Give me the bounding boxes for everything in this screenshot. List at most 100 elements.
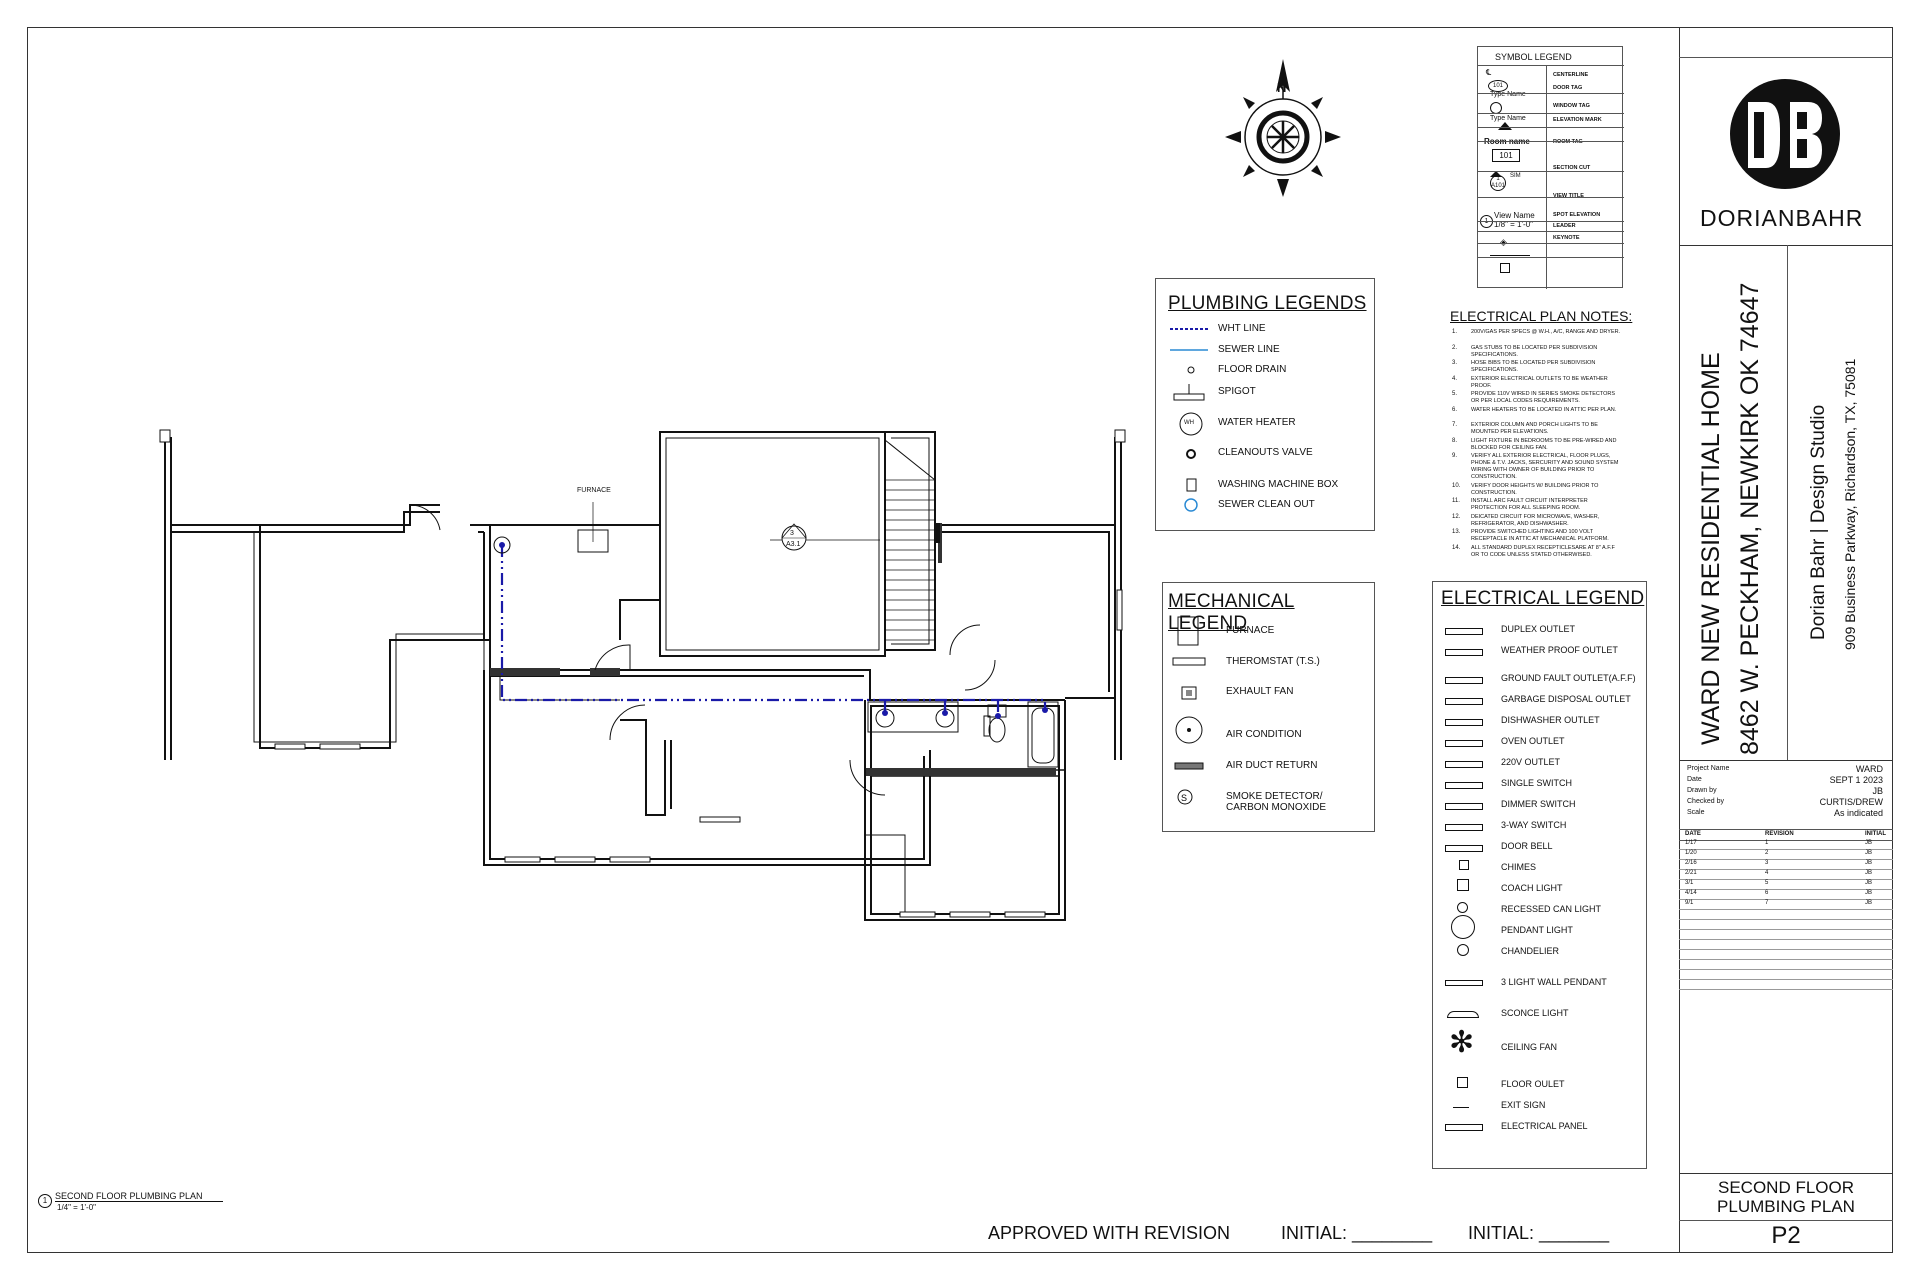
table-row [1679,929,1893,940]
table-row [1679,959,1893,970]
note-number: 2. [1452,344,1458,351]
project-info-value: CURTIS/DREW [1819,797,1883,807]
revision-cell: JB [1865,890,1873,896]
door-tag-icon: 101 [1488,80,1508,92]
section-number: 3 [790,530,794,537]
project-info-label: Date [1687,776,1702,783]
plumbing-legend-item: SEWER LINE [1218,344,1280,355]
revision-cell: 1/20 [1685,850,1697,856]
electrical-legend-item: GARBAGE DISPOSAL OUTLET [1501,694,1631,704]
approval-text: APPROVED WITH REVISION [988,1223,1231,1243]
revision-cell: 2 [1765,850,1769,856]
plumbing-legend-item: SEWER CLEAN OUT [1218,499,1315,510]
electrical-legend-item: RECESSED CAN LIGHT [1501,904,1602,914]
symbol-legend-item: KEYNOTE [1553,235,1580,241]
symbol-legend: SYMBOL LEGEND ℄ 101 Type Name Type Name … [1477,46,1624,289]
initial-field-2[interactable]: INITIAL: _______ [1468,1223,1610,1243]
revision-cell: 7 [1765,900,1769,906]
studio-address: 909 Business Parkway, Richardson, TX, 75… [1842,358,1858,650]
symbol-legend-divider [1478,93,1624,94]
note-number: 1. [1452,329,1458,335]
revision-cell: 5 [1765,880,1769,886]
electrical-legend-item: PENDANT LIGHT [1501,925,1573,935]
electrical-legend-item: CHIMES [1501,862,1537,872]
floor-outlet-icon [1457,1077,1468,1088]
mechanical-legend-item: SMOKE DETECTOR/ [1226,791,1323,802]
section-cut-number: 1 [1496,176,1500,182]
electrical-legend-item: DISHWASHER OUTLET [1501,715,1600,725]
symbol-legend-item: WINDOW TAG [1553,103,1590,109]
revision-header-cell: DATE [1685,831,1701,837]
outlet-symbol-icon [1445,845,1483,852]
view-number: 1 [38,1194,52,1208]
electrical-legend-title: ELECTRICAL LEGEND [1441,588,1645,609]
outlet-symbol-icon [1445,803,1483,810]
note-number: 9. [1452,453,1458,459]
symbol-legend-item: SECTION CUT [1553,165,1591,171]
electrical-legend-item: WEATHER PROOF OUTLET [1501,645,1618,655]
exit-sign-icon [1453,1104,1469,1108]
electrical-legend-item: CEILING FAN [1501,1042,1558,1052]
note-number: 5. [1452,391,1458,397]
sheet-title-line2: PLUMBING PLAN [1717,1197,1855,1216]
symbol-legend-item: ELEVATION MARK [1553,117,1602,123]
mechanical-legend-item: EXHAULT FAN [1226,686,1294,697]
room-tag-number: 101 [1492,149,1520,162]
outlet-symbol-icon [1445,628,1483,635]
outlet-symbol-icon [1445,782,1483,789]
note-text: 200V/GAS PER SPECS @ W.H., A/C, RANGE AN… [1471,329,1621,335]
revision-cell: 2/21 [1685,870,1697,876]
symbol-legend-item: DOOR TAG [1553,85,1583,91]
initial-field-1[interactable]: INITIAL: ________ [1281,1223,1433,1243]
outlet-symbol-icon [1445,677,1483,684]
water-heater-icon: WH [1184,420,1194,426]
section-cut-sim: SIM [1510,173,1521,179]
note-text: PROVIDE 110V WIRED IN SERIES SMOKE DETEC… [1471,391,1616,404]
revision-cell: 4 [1765,870,1769,876]
revision-cell: 1 [1765,840,1769,846]
symbol-legend-item: LEADER [1553,223,1576,229]
table-row [1679,979,1893,990]
view-scale: 1/4" = 1'-0" [57,1203,97,1212]
coach-light-icon [1457,879,1469,891]
sheet-title-line1: SECOND FLOOR [1717,1178,1855,1197]
wall-pendant-icon [1445,980,1483,986]
electrical-legend-item: DUPLEX OUTLET [1501,624,1576,634]
electrical-legend-item: ELECTRICAL PANEL [1501,1121,1588,1131]
note-text: PROVIDE SWITCHED LIGHTING AND 100 VOLT R… [1471,529,1609,542]
electrical-legend-item: SINGLE SWITCH [1501,778,1573,788]
symbol-legend-divider [1478,257,1624,258]
project-info-label: Scale [1687,809,1705,816]
mechanical-legend-item: CARBON MONOXIDE [1226,802,1327,813]
drawing-frame [27,27,1893,1253]
note-text: ALL STANDARD DUPLEX RECEPTICLESARE AT 8"… [1471,544,1615,558]
note-number: 4. [1452,375,1458,382]
mechanical-legend-item: AIR CONDITION [1226,729,1302,740]
note-text: VERIFY ALL EXTERIOR ELECTRICAL, FLOOR PL… [1471,453,1619,480]
symbol-legend-item: SPOT ELEVATION [1553,212,1601,218]
note-number: 6. [1452,406,1458,413]
revision-cell: JB [1865,870,1873,876]
symbol-legend-item: CENTERLINE [1553,72,1589,78]
electrical-legend-item: 3 LIGHT WALL PENDANT [1501,977,1607,987]
table-row: 2/21 4 JB [1679,869,1893,880]
section-cut-icon [1490,171,1502,177]
note-text: DEICATED CIRCUIT FOR MICROWAVE, WASHER, … [1471,513,1600,527]
north-label: N [1277,80,1287,95]
mechanical-legend-title: MECHANICAL LEGEND [1168,591,1295,634]
project-info-value: SEPT 1 2023 [1829,775,1883,785]
project-info-label: Drawn by [1687,787,1717,794]
keynote-icon [1500,263,1510,273]
outlet-symbol-icon [1445,698,1483,705]
note-number: 13. [1452,529,1461,535]
electrical-legend-item: DOOR BELL [1501,841,1553,851]
plumbing-legend-item: CLEANOUTS VALVE [1218,447,1313,458]
electrical-legend-item: 3-WAY SWITCH [1501,820,1567,830]
sconce-light-icon [1447,1011,1479,1018]
pendant-light-icon [1451,915,1475,939]
chimes-icon [1459,860,1469,870]
